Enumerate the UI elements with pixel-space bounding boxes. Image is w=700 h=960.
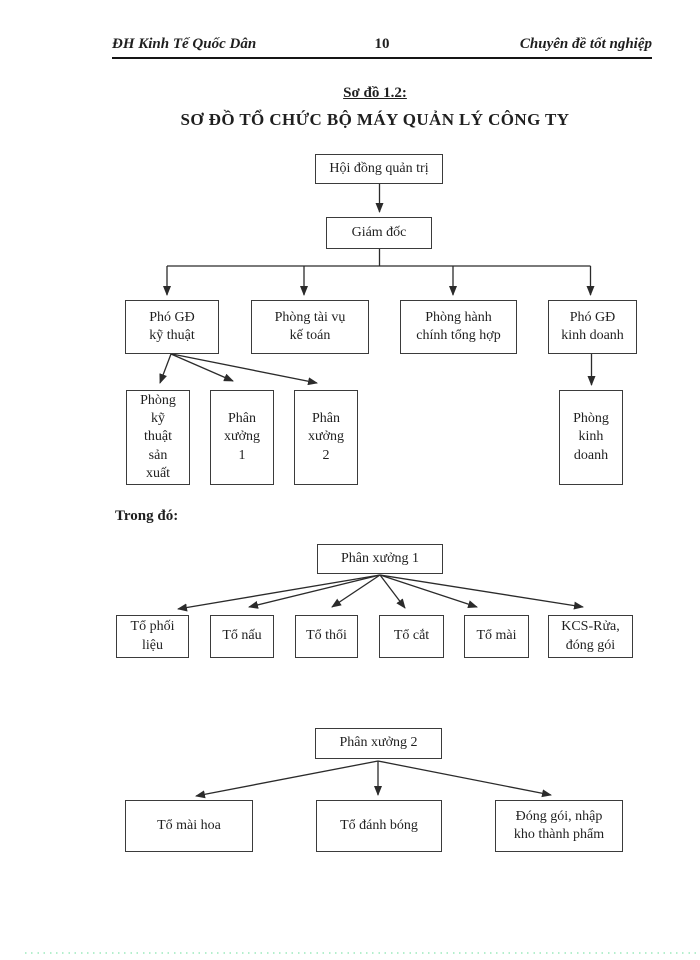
- node-label-line: Tổ phối: [130, 619, 175, 635]
- node-label: Tổ nấu: [222, 628, 262, 644]
- node-label-line: kỹ thuật: [149, 328, 195, 343]
- node-label-line: liệu: [142, 637, 163, 653]
- node-label-line: sản: [148, 447, 168, 463]
- node-label-line: kinh doanh: [561, 328, 624, 343]
- node-label-line: kỹ: [151, 411, 165, 427]
- node-label-line: doanh: [573, 447, 609, 463]
- page-header: ĐH Kinh Tế Quốc Dân 10 Chuyên đề tốt ngh…: [112, 36, 652, 59]
- node-label-line: thuật: [144, 429, 172, 445]
- node-label: Phân xưởng 1: [341, 550, 419, 566]
- node-to-phoi-lieu: Tổ phối liệu: [116, 615, 189, 658]
- node-label-line: kế toán: [289, 328, 331, 343]
- node-phong-hanh-chinh-tong-hop: Phòng hành chính tổng hợp: [400, 300, 517, 354]
- node-to-nau: Tổ nấu: [210, 615, 274, 658]
- node-workshop1-title: Phân xưởng 1: [317, 544, 443, 574]
- node-label-line: Phó GĐ: [569, 309, 616, 325]
- node-giam-doc: Giám đốc: [326, 217, 432, 249]
- node-label: Hội đồng quản trị: [329, 160, 429, 176]
- node-phong-tai-vu-ke-toan: Phòng tài vụ kế toán: [251, 300, 369, 354]
- node-label-line: xưởng: [308, 429, 344, 445]
- node-to-thoi: Tổ thổi: [295, 615, 358, 658]
- node-workshop2-title: Phân xưởng 2: [315, 728, 442, 759]
- header-right-text: Chuyên đề tốt nghiệp: [519, 36, 652, 52]
- node-label-line: Phân: [228, 411, 256, 427]
- node-label-line: KCS-Rửa,: [561, 619, 620, 635]
- node-pho-gd-kinh-doanh: Phó GĐ kinh doanh: [548, 300, 637, 354]
- node-label-line: xuất: [145, 465, 171, 481]
- node-label-line: 1: [238, 447, 246, 463]
- node-label-line: Phòng hành: [425, 309, 492, 325]
- node-label-line: Phân: [312, 411, 340, 427]
- title-block: Sơ đồ 1.2: SƠ ĐỒ TỔ CHỨC BỘ MÁY QUẢN LÝ …: [50, 84, 700, 130]
- node-label: Tổ thổi: [306, 628, 347, 644]
- node-label-line: chính tổng hợp: [416, 328, 501, 343]
- node-label-line: kinh: [578, 429, 604, 445]
- section-label: Trong đó:: [115, 508, 179, 524]
- header-left-text: ĐH Kinh Tế Quốc Dân: [112, 36, 257, 52]
- node-label: Tổ đánh bóng: [340, 817, 418, 833]
- figure-label: Sơ đồ 1.2:: [343, 85, 407, 101]
- node-label-line: xưởng: [224, 429, 260, 445]
- node-label-line: Phòng tài vụ: [274, 309, 346, 325]
- node-label-line: Đóng gói, nhập: [515, 808, 603, 824]
- node-phan-xuong-2: Phân xưởng 2: [294, 390, 358, 485]
- node-label: Tổ cắt: [393, 628, 430, 644]
- page-number: 10: [374, 36, 390, 52]
- node-to-mai: Tổ mài: [464, 615, 529, 658]
- node-label: Giám đốc: [351, 224, 407, 240]
- node-phong-ky-thuat-san-xuat: Phòng kỹ thuật sản xuất: [126, 390, 190, 485]
- node-label: Tổ mài: [476, 628, 517, 644]
- node-label-line: Phó GĐ: [149, 309, 195, 325]
- node-label-line: đóng gói: [565, 637, 616, 653]
- node-label-line: kho thành phẩm: [513, 827, 605, 842]
- node-label-line: Phòng: [573, 411, 609, 427]
- node-phong-kinh-doanh: Phòng kinh doanh: [559, 390, 623, 485]
- node-to-mai-hoa: Tổ mài hoa: [125, 800, 253, 852]
- node-label: Phân xưởng 2: [339, 735, 418, 751]
- page-break-dotted-line: [25, 952, 697, 954]
- node-to-cat: Tổ cắt: [379, 615, 444, 658]
- node-kcs-rua-dong-goi: KCS-Rửa, đóng gói: [548, 615, 633, 658]
- node-pho-gd-ky-thuat: Phó GĐ kỹ thuật: [125, 300, 219, 354]
- node-label-line: 2: [322, 447, 330, 463]
- node-to-danh-bong: Tổ đánh bóng: [316, 800, 442, 852]
- page-title: SƠ ĐỒ TỔ CHỨC BỘ MÁY QUẢN LÝ CÔNG TY: [180, 110, 570, 129]
- node-phan-xuong-1: Phân xưởng 1: [210, 390, 274, 485]
- node-hoi-dong-quan-tri: Hội đồng quản trị: [315, 154, 443, 184]
- node-dong-goi-nhap-kho: Đóng gói, nhập kho thành phẩm: [495, 800, 623, 852]
- node-label-line: Phòng: [140, 393, 176, 409]
- node-label: Tổ mài hoa: [157, 817, 221, 833]
